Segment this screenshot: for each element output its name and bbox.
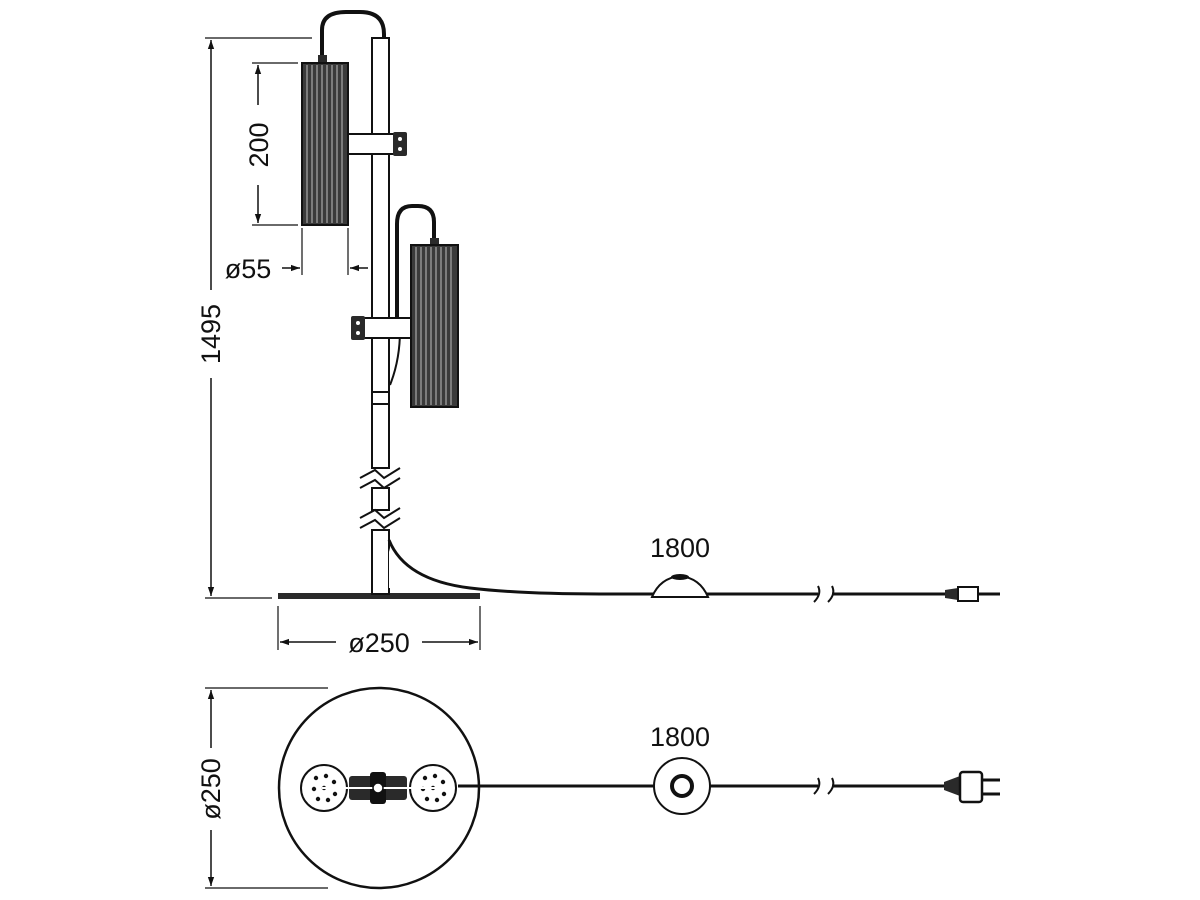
base-diameter-side-label: ø250 <box>348 628 410 658</box>
power-cable-side-fill <box>389 548 430 588</box>
cable-break-side <box>813 585 821 603</box>
plug-top <box>944 770 1000 804</box>
top-view: ø250 1800 <box>196 686 1000 890</box>
dimension-head-diameter: ø55 <box>225 228 368 284</box>
side-view: 1495 200 ø55 ø250 1800 <box>196 10 1000 658</box>
head-diameter-label: ø55 <box>225 254 272 284</box>
lower-cable-arc <box>395 204 436 330</box>
lower-clamp <box>351 316 412 340</box>
cable-break-top <box>827 777 835 795</box>
upper-cable-arc <box>320 10 386 63</box>
plug-side <box>945 586 1000 602</box>
power-cable-side <box>387 539 660 596</box>
foot-switch-top <box>653 757 711 815</box>
base-diameter-top-label: ø250 <box>196 758 226 820</box>
cable-length-top-label: 1800 <box>650 722 710 752</box>
upper-clamp <box>347 132 407 156</box>
foot-switch-side <box>650 574 710 598</box>
lower-lamp-head <box>410 244 459 408</box>
dimension-head-length: 200 <box>244 62 298 226</box>
upper-lamp-head <box>301 62 349 226</box>
dimension-total-height: 1495 <box>196 37 312 599</box>
pole-lower <box>371 529 390 595</box>
dimension-base-diameter-side: ø250 <box>277 606 481 658</box>
break-symbol <box>359 467 401 480</box>
pole-middle <box>371 487 390 511</box>
break-symbol <box>359 507 401 520</box>
dimension-base-diameter-top: ø250 <box>196 687 328 889</box>
hub-top <box>322 772 436 804</box>
cable-length-side-label: 1800 <box>650 533 710 563</box>
break-symbol <box>359 477 401 490</box>
upper-cable-socket <box>318 55 327 64</box>
cable-break-top <box>813 777 821 795</box>
break-symbol <box>359 517 401 530</box>
total-height-label: 1495 <box>196 304 226 364</box>
base-plate <box>278 593 480 599</box>
head-length-label: 200 <box>244 122 274 167</box>
lower-cable-socket <box>430 238 439 247</box>
cable-break-side <box>827 585 835 603</box>
